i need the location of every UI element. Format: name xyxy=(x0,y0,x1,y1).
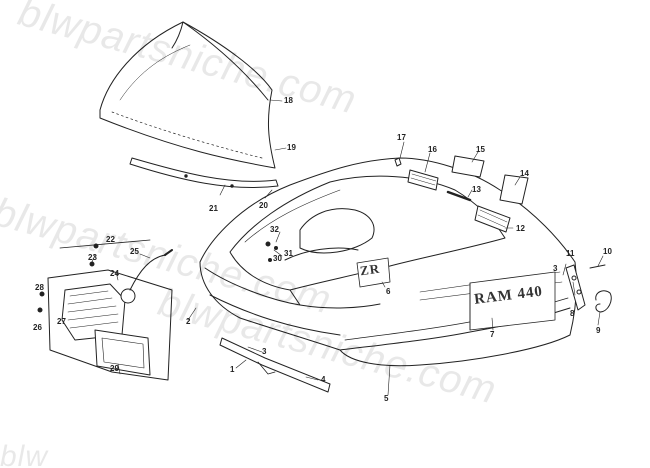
clip-17 xyxy=(394,157,402,167)
callout-24: 24 xyxy=(110,269,119,278)
callout-25: 25 xyxy=(130,247,139,256)
callout-12: 12 xyxy=(516,224,525,233)
callout-8: 8 xyxy=(570,309,575,318)
callout-22: 22 xyxy=(106,235,115,244)
hood-badge xyxy=(356,257,391,288)
callout-5: 5 xyxy=(384,394,389,403)
callout-23: 23 xyxy=(88,253,97,262)
callout-2: 2 xyxy=(186,317,191,326)
hood-badge-text: ZR xyxy=(358,260,381,279)
callout-31: 31 xyxy=(284,249,293,258)
callout-13: 13 xyxy=(472,185,481,194)
vent-grille-top xyxy=(407,169,439,191)
leader-lines xyxy=(91,99,604,396)
callout-6: 6 xyxy=(386,287,391,296)
callout-16: 16 xyxy=(428,145,437,154)
callout-7: 7 xyxy=(490,330,495,339)
callout-1: 1 xyxy=(230,365,235,374)
callout-9: 9 xyxy=(596,326,601,335)
decal-rect-14 xyxy=(499,174,529,205)
callout-4: 4 xyxy=(321,375,326,384)
callout-30: 30 xyxy=(273,254,282,263)
callout-11: 11 xyxy=(566,249,575,258)
callout-15: 15 xyxy=(476,145,485,154)
hardware-bolts xyxy=(265,241,278,262)
headlight-assembly xyxy=(47,249,173,381)
side-decal-panel xyxy=(469,271,556,331)
latch-assembly xyxy=(565,264,612,313)
callout-3a: 3 xyxy=(262,347,267,356)
callout-26: 26 xyxy=(33,323,42,332)
callout-10: 10 xyxy=(603,247,612,256)
vent-grille-side xyxy=(474,205,511,233)
callout-19: 19 xyxy=(287,143,296,152)
callout-3b: 3 xyxy=(553,264,558,273)
headlight-wire xyxy=(59,239,151,249)
callout-20: 20 xyxy=(259,201,268,210)
callout-17: 17 xyxy=(397,133,406,142)
callout-14: 14 xyxy=(520,169,529,178)
windshield xyxy=(99,21,276,169)
front-bracket-strip xyxy=(219,337,331,393)
callout-18: 18 xyxy=(284,96,293,105)
callout-29: 29 xyxy=(110,364,119,373)
headlight-screws xyxy=(37,261,95,313)
callout-27: 27 xyxy=(57,317,66,326)
callout-32: 32 xyxy=(270,225,279,234)
decal-rect-15 xyxy=(451,155,485,178)
windshield-trim xyxy=(129,157,279,189)
callout-28: 28 xyxy=(35,283,44,292)
hood-pin xyxy=(446,190,472,202)
callout-21: 21 xyxy=(209,204,218,213)
